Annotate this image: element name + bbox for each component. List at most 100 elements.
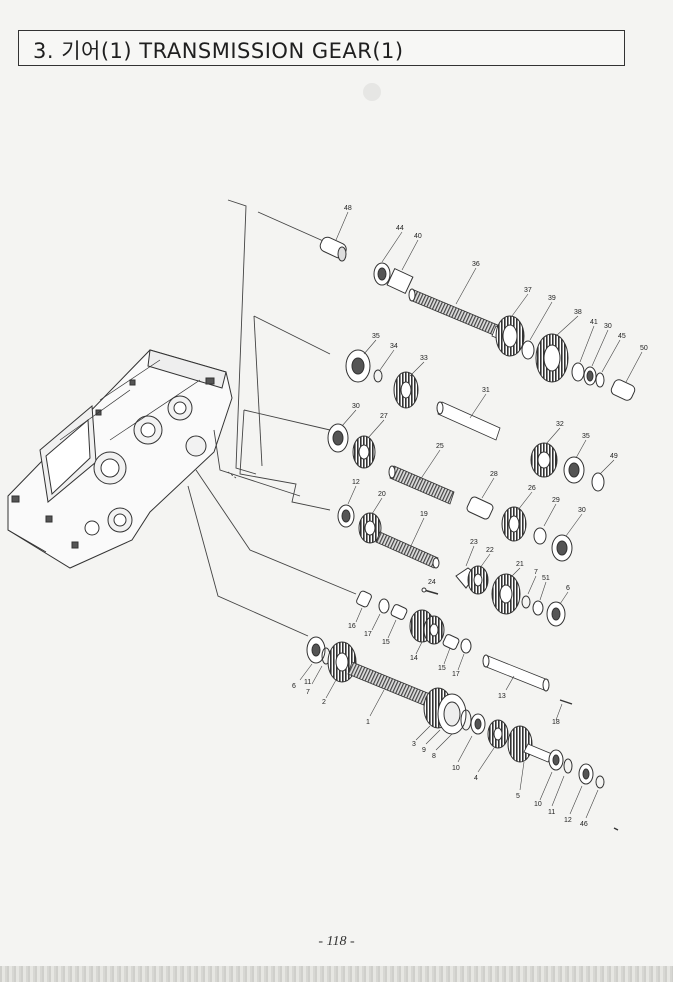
part-38-gear: [535, 333, 569, 383]
part-10-bearing: [470, 713, 486, 735]
part-label: 8: [432, 753, 436, 760]
part-30-bearing-middle: [327, 423, 349, 453]
part-label: 12: [352, 479, 360, 486]
part-19-shaft: [375, 531, 440, 569]
title-box: 3. 기어(1) TRANSMISSION GEAR(1): [18, 30, 625, 66]
part-label: 40: [414, 233, 422, 240]
part-label: 38: [574, 309, 582, 316]
part-label: 23: [470, 539, 478, 546]
part-label: 49: [610, 453, 618, 460]
part-28-sleeve: [466, 496, 494, 520]
part-label: 11: [548, 809, 555, 816]
part-label: 7: [306, 689, 310, 696]
part-label: 30: [352, 403, 360, 410]
part-label: 32: [556, 421, 564, 428]
part-label: 11: [304, 679, 311, 686]
part-32-gear: [530, 442, 558, 478]
assembly-leader-lines: [187, 199, 357, 637]
part-37-gear: [495, 315, 525, 357]
part-label: 48: [344, 205, 352, 212]
part-25-shaft: [388, 465, 455, 505]
part-label: 1: [366, 719, 370, 726]
part-30-bearing-lower: [551, 534, 573, 562]
part-20-gear: [358, 512, 382, 544]
page-number: - 118 -: [318, 934, 355, 949]
part-label: 14: [410, 655, 418, 662]
part-label: 16: [348, 623, 356, 630]
part-label: 3: [412, 741, 416, 748]
part-6-bearing-lower: [306, 636, 326, 664]
part-22-gear: [467, 565, 489, 595]
part-13-shaft: [482, 654, 550, 692]
part-34-snap-ring: [373, 369, 383, 383]
part-label: 31: [482, 387, 490, 394]
part-label: 37: [524, 287, 532, 294]
part-label: 41: [590, 319, 598, 326]
scan-edge-strip: [0, 966, 673, 982]
part-label: 21: [516, 561, 524, 568]
part-11-ring-right: [563, 758, 573, 774]
scan-smudge: [363, 83, 381, 101]
part-label: 22: [486, 547, 494, 554]
part-label: 35: [582, 433, 590, 440]
part-label: 26: [528, 485, 536, 492]
part-46-snap-ring: [595, 775, 605, 789]
part-45-washer: [595, 372, 605, 388]
part-label: 12: [564, 817, 572, 824]
page-title: 3. 기어(1) TRANSMISSION GEAR(1): [33, 39, 404, 63]
part-label: 4: [474, 775, 478, 782]
part-35-bearing: [345, 349, 371, 383]
scan-mark: [613, 827, 619, 831]
part-51-washer: [532, 600, 544, 616]
part-50-bushing: [610, 379, 636, 401]
part-label: 7: [534, 569, 538, 576]
part-label: 27: [380, 413, 388, 420]
part-49-washer: [591, 472, 605, 492]
part-label: 30: [578, 507, 586, 514]
part-label: 19: [420, 511, 428, 518]
part-label: 2: [322, 699, 326, 706]
part-label: 6: [566, 585, 570, 592]
part-44-bearing: [373, 262, 391, 286]
part-21-gear: [491, 573, 521, 615]
part-label: 24: [428, 579, 436, 586]
part-label: 46: [580, 821, 588, 828]
part-label: 44: [396, 225, 404, 232]
part-label: 25: [436, 443, 444, 450]
part-label: 9: [422, 747, 426, 754]
part-39-collar: [521, 340, 535, 360]
part-label: 17: [452, 671, 460, 678]
part-12-bearing-right: [578, 763, 594, 785]
part-label: 17: [364, 631, 372, 638]
part-8-ring: [460, 709, 472, 731]
part-27-gear: [352, 435, 376, 469]
part-33-gear: [393, 371, 419, 409]
part-26-gear: [501, 506, 527, 542]
part-label: 10: [534, 801, 542, 808]
part-7-snap-ring: [521, 595, 531, 609]
part-10-bearing-right: [548, 749, 564, 771]
part-12-bearing: [337, 504, 355, 528]
part-label: 5: [516, 793, 520, 800]
part-17-washer-lower: [460, 638, 472, 654]
part-label: 13: [498, 693, 506, 700]
part-15-sleeve: [390, 604, 408, 620]
part-label: 34: [390, 343, 398, 350]
part-number-labels: 48 44 40 36 37 39 38 41 30 45 50 35 34 3…: [292, 205, 648, 828]
part-41-ring: [571, 362, 585, 382]
part-6-bearing: [546, 601, 566, 627]
part-1-input-shaft: [347, 661, 431, 707]
part-17-washer: [378, 598, 390, 614]
transmission-housing: [7, 349, 233, 569]
part-label: 6: [292, 683, 296, 690]
part-35-bearing-lower: [563, 456, 585, 484]
part-18-pin: [559, 699, 573, 705]
part-label: 29: [552, 497, 560, 504]
part-label: 28: [490, 471, 498, 478]
part-29-ring: [533, 527, 547, 545]
part-label: 51: [542, 575, 550, 582]
part-label: 15: [382, 639, 390, 646]
part-label: 20: [378, 491, 386, 498]
part-40-collar: [386, 267, 414, 295]
